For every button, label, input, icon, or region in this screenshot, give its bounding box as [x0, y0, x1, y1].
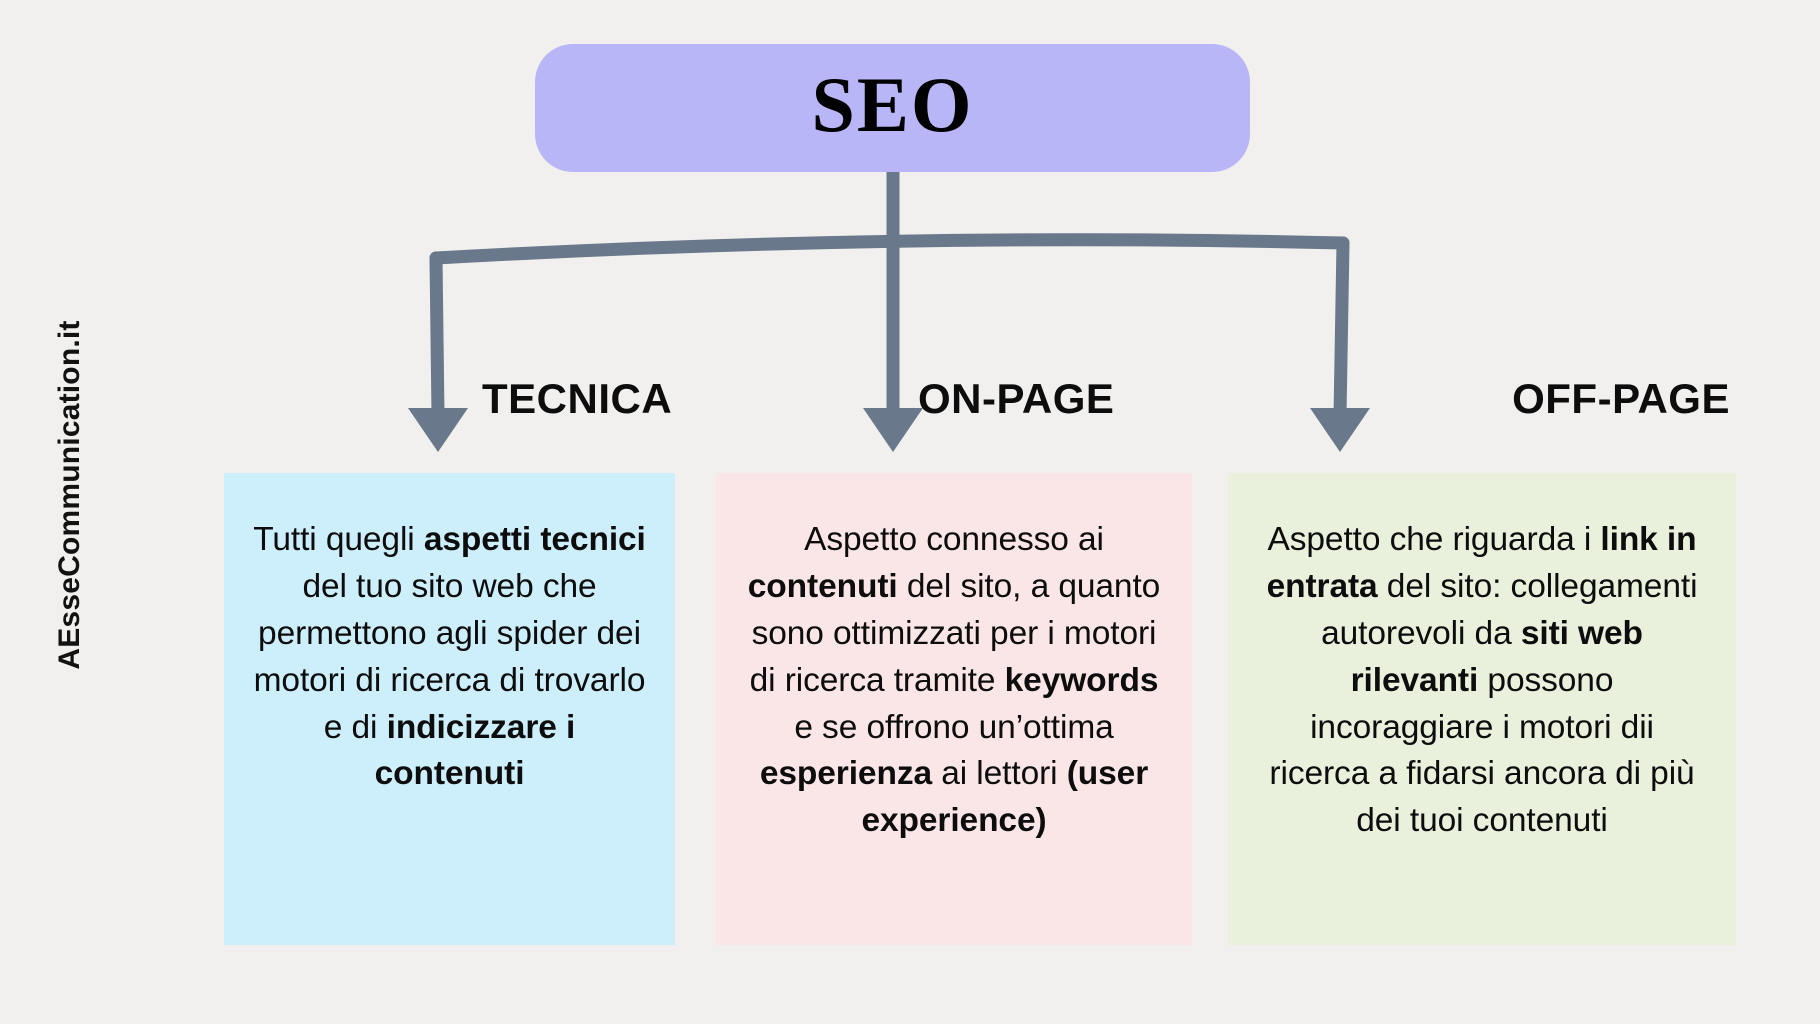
content-text-off-page: Aspetto che riguarda i link in entrata d… — [1266, 521, 1698, 840]
branch-label-off-page: OFF-PAGE — [1512, 375, 1730, 422]
arrow-head-onpage — [863, 408, 923, 452]
content-text-tecnica: Tutti quegli aspetti tecnici del tuo sit… — [253, 521, 646, 793]
branch-label-on-page: ON-PAGE — [918, 375, 1115, 422]
content-box-on-page: Aspetto connesso ai contenuti del sito, … — [716, 473, 1192, 945]
content-box-off-page: Aspetto che riguarda i link in entrata d… — [1228, 473, 1736, 945]
watermark: AEsseCommunication.it — [0, 0, 120, 1024]
branch-line-offpage — [1333, 236, 1350, 422]
content-box-tecnica: Tutti quegli aspetti tecnici del tuo sit… — [224, 473, 675, 945]
branch-label-tecnica: TECNICA — [482, 375, 673, 422]
content-text-on-page: Aspetto connesso ai contenuti del sito, … — [747, 521, 1161, 840]
root-node-label: SEO — [811, 61, 974, 148]
arrow-head-tecnica — [408, 408, 468, 452]
root-node-seo[interactable]: SEO — [535, 44, 1250, 172]
horizontal-bar — [429, 233, 1350, 265]
arrow-head-offpage — [1310, 408, 1370, 452]
watermark-text: AEsseCommunication.it — [53, 320, 86, 670]
branch-line-tecnica — [429, 251, 445, 422]
